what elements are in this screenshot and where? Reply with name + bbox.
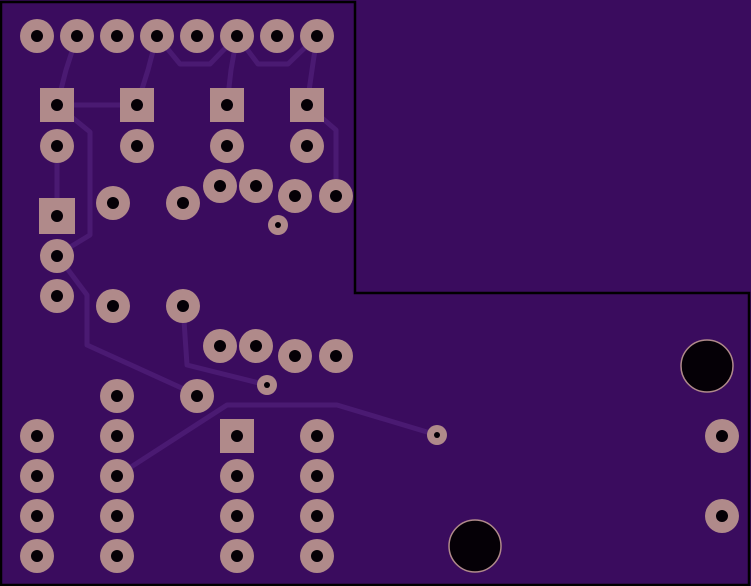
trace: [180, 303, 270, 388]
pad-drill: [111, 550, 123, 562]
pad-drill: [31, 470, 43, 482]
pad-drill: [111, 30, 123, 42]
pad-drill: [111, 430, 123, 442]
trace: [154, 33, 240, 67]
mounting-holes: [448, 339, 734, 573]
pad-drill: [111, 510, 123, 522]
via-drill: [264, 382, 270, 388]
via-drill: [434, 432, 440, 438]
pad-drill: [111, 390, 123, 402]
pad-drill: [289, 190, 301, 202]
pads-layer: [20, 19, 739, 573]
pad-drill: [107, 300, 119, 312]
pad-drill: [177, 300, 189, 312]
mounting-hole: [680, 339, 734, 393]
pad-drill: [301, 140, 313, 152]
pad-drill: [31, 430, 43, 442]
pad-drill: [716, 510, 728, 522]
pad-drill: [151, 30, 163, 42]
pad-drill: [311, 550, 323, 562]
pad-drill: [231, 550, 243, 562]
pad-drill: [231, 430, 243, 442]
via-drill: [275, 222, 281, 228]
pad-drill: [716, 430, 728, 442]
pad-drill: [214, 340, 226, 352]
pad-drill: [330, 350, 342, 362]
pad-drill: [311, 430, 323, 442]
pad-drill: [311, 510, 323, 522]
pad-drill: [231, 510, 243, 522]
pad-drill: [231, 470, 243, 482]
pad-drill: [31, 510, 43, 522]
mounting-hole: [448, 519, 502, 573]
pad-drill: [131, 140, 143, 152]
pad-drill: [311, 470, 323, 482]
pad-drill: [107, 197, 119, 209]
pad-drill: [250, 180, 262, 192]
pad-drill: [221, 99, 233, 111]
pad-drill: [51, 250, 63, 262]
pad-drill: [289, 350, 301, 362]
trace: [234, 33, 320, 67]
pad-drill: [111, 470, 123, 482]
pad-drill: [330, 190, 342, 202]
trace: [54, 252, 200, 398]
pad-drill: [311, 30, 323, 42]
pad-drill: [301, 99, 313, 111]
pad-drill: [221, 140, 233, 152]
pad-drill: [191, 30, 203, 42]
pad-drill: [191, 390, 203, 402]
pad-drill: [231, 30, 243, 42]
pad-drill: [51, 210, 63, 222]
pad-drill: [250, 340, 262, 352]
pad-drill: [51, 290, 63, 302]
pad-drill: [177, 197, 189, 209]
pad-drill: [71, 30, 83, 42]
pad-drill: [51, 99, 63, 111]
pad-drill: [51, 140, 63, 152]
pad-drill: [131, 99, 143, 111]
trace: [114, 402, 440, 479]
pad-drill: [31, 30, 43, 42]
pad-drill: [214, 180, 226, 192]
pad-drill: [271, 30, 283, 42]
pad-drill: [31, 550, 43, 562]
